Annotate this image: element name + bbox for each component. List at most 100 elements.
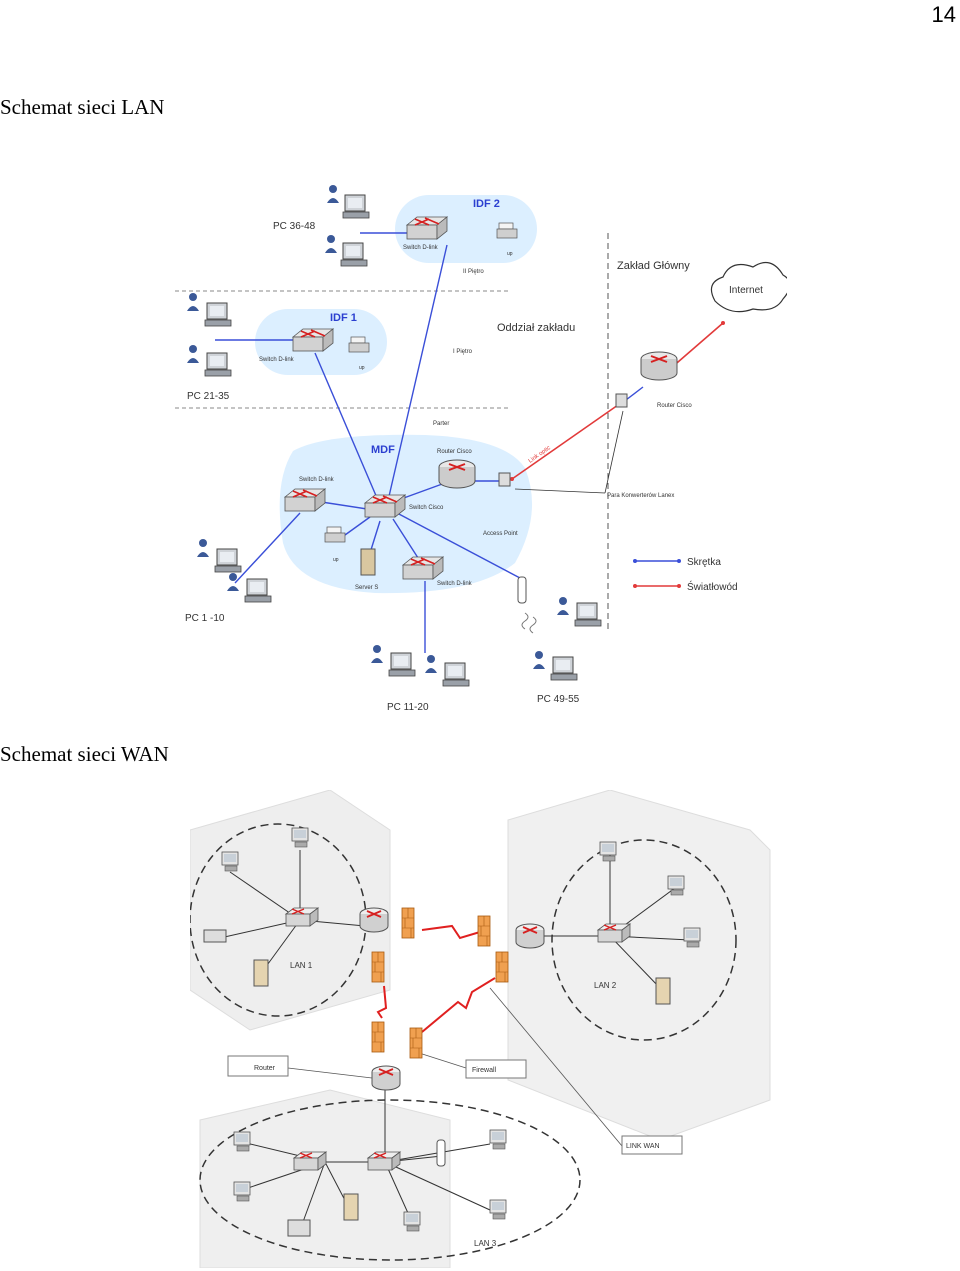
- wan-laptop-lan1-icon: [203, 929, 227, 943]
- wan-switch-lan3-b-icon: [367, 1151, 401, 1171]
- router-main-icon: [640, 351, 678, 381]
- wan-server-lan3-icon: [343, 1193, 359, 1221]
- lan-diagram: IDF 2 Switch D-link up II Piętro PC 36-4…: [175, 185, 787, 713]
- router-mdf-icon: [438, 459, 476, 489]
- switch-idf1-icon: [292, 328, 334, 352]
- pc-11-20-label: PC 11-20: [387, 702, 429, 713]
- idf2-zone: [395, 195, 537, 263]
- wan-heading: Schemat sieci WAN: [0, 742, 169, 766]
- switch-idf2-label: Switch D-link: [403, 245, 439, 251]
- user-55-icon: [533, 651, 545, 669]
- internet-cloud-icon: [710, 261, 787, 313]
- idf2-label: IDF 2: [473, 198, 500, 210]
- pc-20-icon: [442, 662, 470, 687]
- pc-21-icon: [204, 302, 232, 327]
- firewall-2-icon: [477, 915, 491, 947]
- wan-diagram: LAN 1 LAN 2 Router Firewall LINK WAN LAN…: [190, 790, 771, 1268]
- wan-printer-lan3-icon: [287, 1219, 311, 1237]
- user-49-icon: [557, 597, 569, 615]
- user-48-icon: [325, 235, 337, 253]
- user-1-icon: [197, 539, 209, 557]
- building-lan1: [190, 790, 391, 1031]
- wireless-waves-icon: [521, 612, 537, 634]
- firewall-4-icon: [495, 951, 509, 983]
- link-mdf-idf1: [314, 352, 381, 506]
- legend-fiber-label: Światłowód: [687, 580, 738, 593]
- wan-link-top: [421, 924, 481, 940]
- wan-access-point-lan3-icon: [436, 1139, 446, 1167]
- parter-label: Parter: [433, 421, 449, 427]
- switch-dlink-left-label: Switch D-link: [299, 477, 335, 483]
- wan-router-lan1-icon: [359, 907, 389, 933]
- legend-twisted-label: Skrętka: [687, 557, 721, 568]
- wan-router-lan3-icon: [371, 1065, 401, 1091]
- user-36-icon: [327, 185, 339, 203]
- wan-switch-lan2-icon: [597, 923, 631, 943]
- internet-label: Internet: [729, 285, 763, 296]
- pc-1-10-label: PC 1 -10: [185, 613, 225, 624]
- router-callout-label: Router: [254, 1065, 276, 1072]
- pc-55-icon: [550, 656, 578, 681]
- converter-main-icon: [615, 393, 628, 408]
- wan-link-left: [376, 985, 388, 1019]
- link-mdf-idf2: [386, 244, 448, 506]
- firewall-1-icon: [401, 907, 415, 939]
- switch-idf2-icon: [406, 216, 448, 240]
- switch-dlink-left-icon: [284, 488, 326, 512]
- oddzial-label: Oddział zakładu: [497, 322, 575, 334]
- i-pietro-label: I Piętro: [453, 349, 473, 355]
- cloud-lan3: [199, 1099, 581, 1261]
- user-35-icon: [187, 345, 199, 363]
- firewall-5-icon: [371, 1021, 385, 1053]
- pc-21-35-label: PC 21-35: [187, 391, 230, 402]
- pc-49-55-label: PC 49-55: [537, 694, 580, 705]
- switch-cisco-icon: [364, 494, 406, 518]
- building-lan2: [507, 790, 771, 1141]
- fiber-link-optic: [511, 404, 619, 480]
- firewall-callout-label: Firewall: [472, 1067, 497, 1074]
- pc-11-icon: [388, 652, 416, 677]
- pc-36-48-label: PC 36-48: [273, 221, 316, 232]
- pc-48-icon: [340, 242, 368, 267]
- switch-dlink-bottom-icon: [402, 556, 444, 580]
- firewall-6-icon: [409, 1027, 423, 1059]
- lan3-label: LAN 3: [474, 1239, 497, 1248]
- link-wan-callout-label: LINK WAN: [626, 1143, 660, 1150]
- router-mdf-label: Router Cisco: [437, 449, 472, 455]
- pc-1-icon: [214, 548, 242, 573]
- wan-link-right: [421, 977, 496, 1033]
- pc-49-icon: [574, 602, 602, 627]
- link-left-switch-pcs: [234, 512, 301, 584]
- link-wan-callout-box: [621, 1135, 683, 1155]
- wan-server-lan1-icon: [253, 959, 269, 987]
- wan-pc-lan3-e-icon: [489, 1199, 507, 1220]
- pc-10-icon: [244, 578, 272, 603]
- printer-mdf-label: up: [333, 557, 339, 563]
- pc-35-icon: [204, 352, 232, 377]
- pc-36-icon: [342, 194, 370, 219]
- mdf-label: MDF: [371, 444, 395, 456]
- user-20-icon: [425, 655, 437, 673]
- building-lan3: [199, 1089, 451, 1268]
- lan2-label: LAN 2: [594, 981, 617, 990]
- server-label: Server S: [355, 585, 378, 591]
- access-point-icon: [517, 576, 527, 604]
- link-mdf-bottom-switch: [392, 518, 421, 562]
- wan-switch-lan1-icon: [285, 907, 319, 927]
- user-11-icon: [371, 645, 383, 663]
- access-point-label: Access Point: [483, 531, 518, 537]
- page-number: 14: [931, 2, 956, 27]
- converter-label: Para Konwerterów Lanex: [607, 493, 674, 499]
- printer-idf2-label: up: [507, 251, 513, 257]
- idf1-label: IDF 1: [330, 312, 357, 324]
- switch-idf1-label: Switch D-link: [259, 357, 295, 363]
- link-mdf-printer: [344, 516, 371, 536]
- converter-mdf-icon: [498, 472, 511, 487]
- user-10-icon: [227, 573, 239, 591]
- wan-router-lan2-icon: [515, 923, 545, 949]
- link-mdf-server: [369, 520, 381, 554]
- user-21-icon: [187, 293, 199, 311]
- wan-pc-lan3-d-icon: [489, 1129, 507, 1150]
- zaklad-glowny-label: Zakład Główny: [617, 260, 690, 272]
- printer-idf1-label: up: [359, 365, 365, 371]
